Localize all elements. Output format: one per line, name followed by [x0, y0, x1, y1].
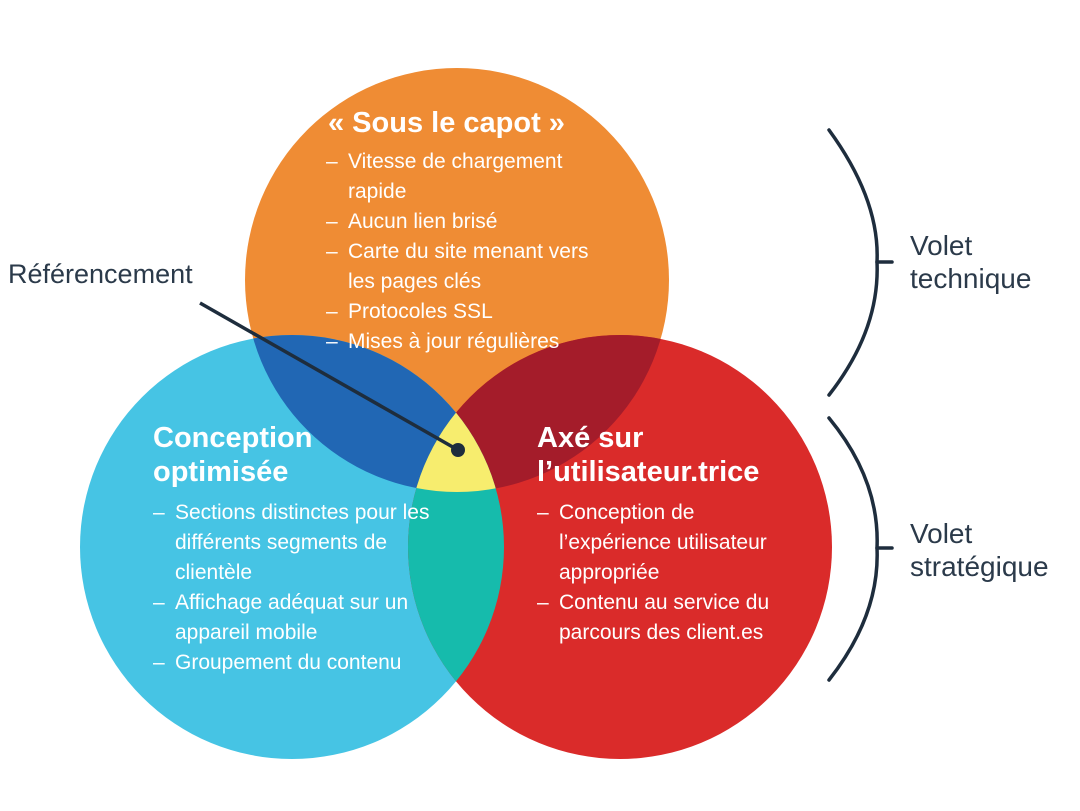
overlap-top-left [245, 335, 504, 492]
list-item: Contenu au service du parcours des clien… [537, 588, 812, 648]
top-circle-title: « Sous le capot » [328, 107, 565, 139]
list-item: Vitesse de chargement rapide [326, 147, 616, 207]
bracket-technical [827, 128, 879, 397]
list-item: Affichage adéquat sur un appareil mobile [153, 588, 453, 648]
list-item: Protocoles SSL [326, 297, 616, 327]
center-label: Référencement [8, 259, 193, 289]
center-pointer-line [199, 301, 459, 452]
list-item: Sections distinctes pour les différents … [153, 498, 453, 588]
left-circle-list: Sections distinctes pour les différents … [153, 498, 453, 678]
bracket-strategic-label: Volet stratégique [910, 518, 1049, 582]
left-circle-title: Conception optimisée [153, 422, 313, 488]
center-pointer-dot [451, 443, 465, 457]
right-circle-list: Conception de l’expérience utilisateur a… [537, 498, 812, 648]
list-item: Conception de l’expérience utilisateur a… [537, 498, 812, 588]
right-circle-title: Axé sur l’utilisateur.trice [537, 422, 760, 488]
bracket-strategic [827, 416, 879, 682]
list-item: Carte du site menant vers les pages clés [326, 237, 616, 297]
list-item: Mises à jour régulières [326, 327, 616, 357]
list-item: Groupement du contenu [153, 648, 453, 678]
top-circle-list: Vitesse de chargement rapide Aucun lien … [326, 147, 616, 357]
list-item: Aucun lien brisé [326, 207, 616, 237]
overlap-top-right [408, 335, 669, 492]
bracket-technical-label: Volet technique [910, 230, 1032, 294]
